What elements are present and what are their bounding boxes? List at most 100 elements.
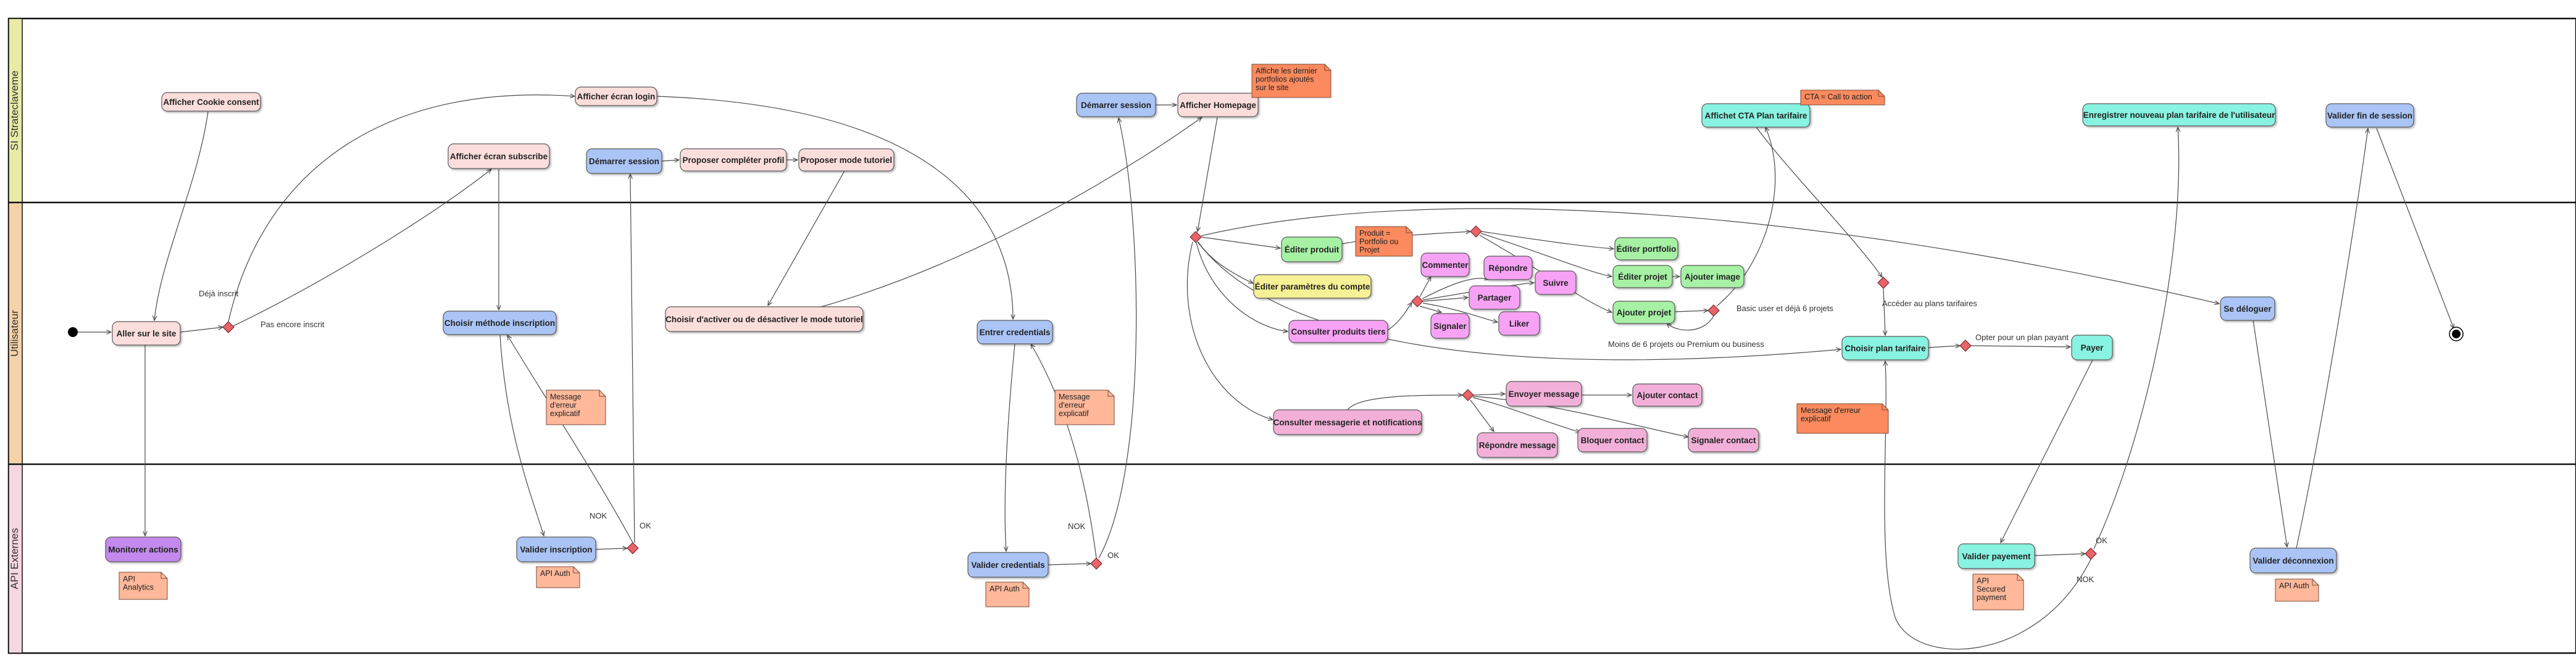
- node-propose_tutorial: Proposer mode tutoriel: [798, 148, 894, 172]
- note-line: Message d'erreur: [1801, 406, 1861, 415]
- edge-homepage-to-dhome: [1198, 117, 1218, 231]
- node-label: Signaler contact: [1691, 436, 1756, 445]
- node-enter_creds: Entrer credentials: [977, 320, 1053, 344]
- node-label: Consulter messagerie et notifications: [1273, 418, 1422, 427]
- edge-creds-to-validate: [1005, 343, 1015, 551]
- edge-label-nok1: NOK: [590, 511, 607, 520]
- node-start_session2: Démarrer session: [1076, 93, 1156, 117]
- lane-label-user: Utilisateur: [9, 310, 20, 357]
- edge-label-basic: Basic user et déjà 6 projets: [1736, 304, 1833, 313]
- edge-session1-to-profile: [661, 160, 679, 161]
- node-label: Éditer projet: [1618, 272, 1667, 281]
- edge-cta-to-dplan: [1756, 127, 1882, 277]
- note-note_cta: CTA = Call to action: [1800, 90, 1885, 106]
- node-label: Démarrer session: [1081, 101, 1151, 110]
- edge-dhome-to-logout: [1201, 208, 2219, 304]
- edge-dmsg-to-report: [1472, 396, 1688, 437]
- note-note_auth3: API Auth: [2275, 578, 2319, 602]
- edge-dproj-to-addproject: [1667, 315, 1714, 331]
- node-label: Proposer mode tutoriel: [801, 156, 893, 165]
- edge-method-to-validate: [499, 335, 544, 536]
- node-cta_plan: Affichet CTA Plan tarifaire: [1701, 103, 1811, 128]
- note-line: API: [123, 575, 135, 583]
- edge-msg-to-dmsg: [1347, 395, 1462, 411]
- node-end_session: Valider fin de session: [2325, 103, 2414, 128]
- node-block_contact: Bloquer contact: [1577, 428, 1648, 452]
- node-validate_creds: Valider credentials: [967, 552, 1049, 578]
- edge-login-to-creds: [656, 96, 1013, 319]
- node-label: Afficher écran subscribe: [450, 152, 548, 161]
- edge-dmsg-to-send: [1473, 394, 1505, 395]
- node-label: Démarrer session: [589, 157, 659, 166]
- node-add_image: Ajouter image: [1680, 265, 1744, 288]
- end-node: [2449, 327, 2464, 341]
- node-pay: Payer: [2071, 335, 2113, 361]
- edge-tutorial-to-toggle: [768, 170, 845, 306]
- node-validate_payment: Valider payement: [1957, 543, 2035, 569]
- edge-validate-to-dval: [2034, 554, 2085, 556]
- edge-dval-to-save: [2093, 127, 2179, 549]
- note-line: Affiche les dernier: [1256, 67, 1317, 75]
- node-subscribe_screen: Afficher écran subscribe: [448, 143, 550, 169]
- note-line: API Auth: [2279, 581, 2309, 590]
- node-label: Éditer produit: [1285, 245, 1340, 254]
- note-line: explicatif: [1059, 409, 1089, 418]
- node-commenter: Commenter: [1420, 252, 1470, 277]
- edge-label-pas: Pas encore inscrit: [261, 320, 325, 329]
- edge-label-ok2: OK: [1107, 551, 1119, 560]
- edge-dproj-to-cta: [1716, 127, 1776, 307]
- node-homepage: Afficher Homepage: [1177, 93, 1259, 117]
- edge-end-to-final: [2376, 128, 2454, 328]
- edge-dhome-to-account: [1198, 241, 1253, 283]
- note-line: API Auth: [990, 585, 1020, 593]
- edge-validate-to-end: [2296, 128, 2368, 549]
- node-cookie: Afficher Cookie consent: [161, 92, 261, 112]
- node-label: Afficher Cookie consent: [163, 98, 259, 107]
- node-liker: Liker: [1498, 311, 1540, 336]
- start-node: [68, 327, 78, 337]
- node-login_screen: Afficher écran login: [575, 86, 657, 106]
- node-repondre: Répondre: [1483, 256, 1533, 280]
- node-label: Proposer compléter profil: [682, 156, 784, 165]
- note-line: API Auth: [540, 569, 570, 578]
- edge-label-ok1: OK: [640, 521, 651, 530]
- edge-cookie-to-site: [154, 111, 209, 320]
- edge-label-moins: Moins de 6 projets ou Premium ou busines…: [1608, 340, 1764, 349]
- decision-share: [1411, 295, 1423, 307]
- note-line: Projet: [1359, 246, 1380, 254]
- edge-label-deja: Déjà inscrit: [199, 289, 239, 298]
- node-label: Afficher écran login: [577, 92, 656, 101]
- note-line: Secured: [1977, 585, 2006, 594]
- node-label: Signaler: [1433, 322, 1467, 331]
- decision-reg: [222, 321, 235, 333]
- node-validate_signup: Valider inscription: [516, 536, 596, 562]
- edge-dshare-to-partager: [1422, 298, 1468, 302]
- edge-label-ok3: OK: [2096, 536, 2107, 545]
- node-signaler: Signaler: [1430, 313, 1470, 339]
- node-reply_msg: Répondre message: [1477, 432, 1558, 458]
- note-line: portfolios ajoutés: [1256, 75, 1314, 84]
- node-monitor: Monitorer actions: [105, 536, 181, 562]
- note-note_auth2: API Auth: [985, 581, 1030, 607]
- lane-si: SI Strateclaveme: [8, 18, 23, 203]
- node-label: Envoyer message: [1509, 390, 1580, 399]
- edge-label-opter: Opter pour un plan payant: [1975, 333, 2069, 342]
- decision-home: [1190, 231, 1202, 243]
- node-edit_product: Éditer produit: [1281, 236, 1343, 262]
- edge-dshare-to-signaler: [1419, 306, 1441, 312]
- node-label: Liker: [1509, 319, 1530, 328]
- node-label: Valider payement: [1962, 552, 2031, 561]
- edge-nok1-to-method: [507, 335, 633, 543]
- edge-dhome-to-msg: [1186, 241, 1273, 420]
- node-logout: Se déloguer: [2220, 296, 2275, 321]
- node-label: Partager: [1478, 293, 1512, 302]
- lane-api: API Externes: [8, 463, 2576, 654]
- node-label: Suivre: [1543, 278, 1569, 288]
- lane-user: Utilisateur: [8, 201, 2576, 465]
- edge-site-to-decision: [180, 327, 223, 333]
- node-label: Bloquer contact: [1581, 436, 1644, 445]
